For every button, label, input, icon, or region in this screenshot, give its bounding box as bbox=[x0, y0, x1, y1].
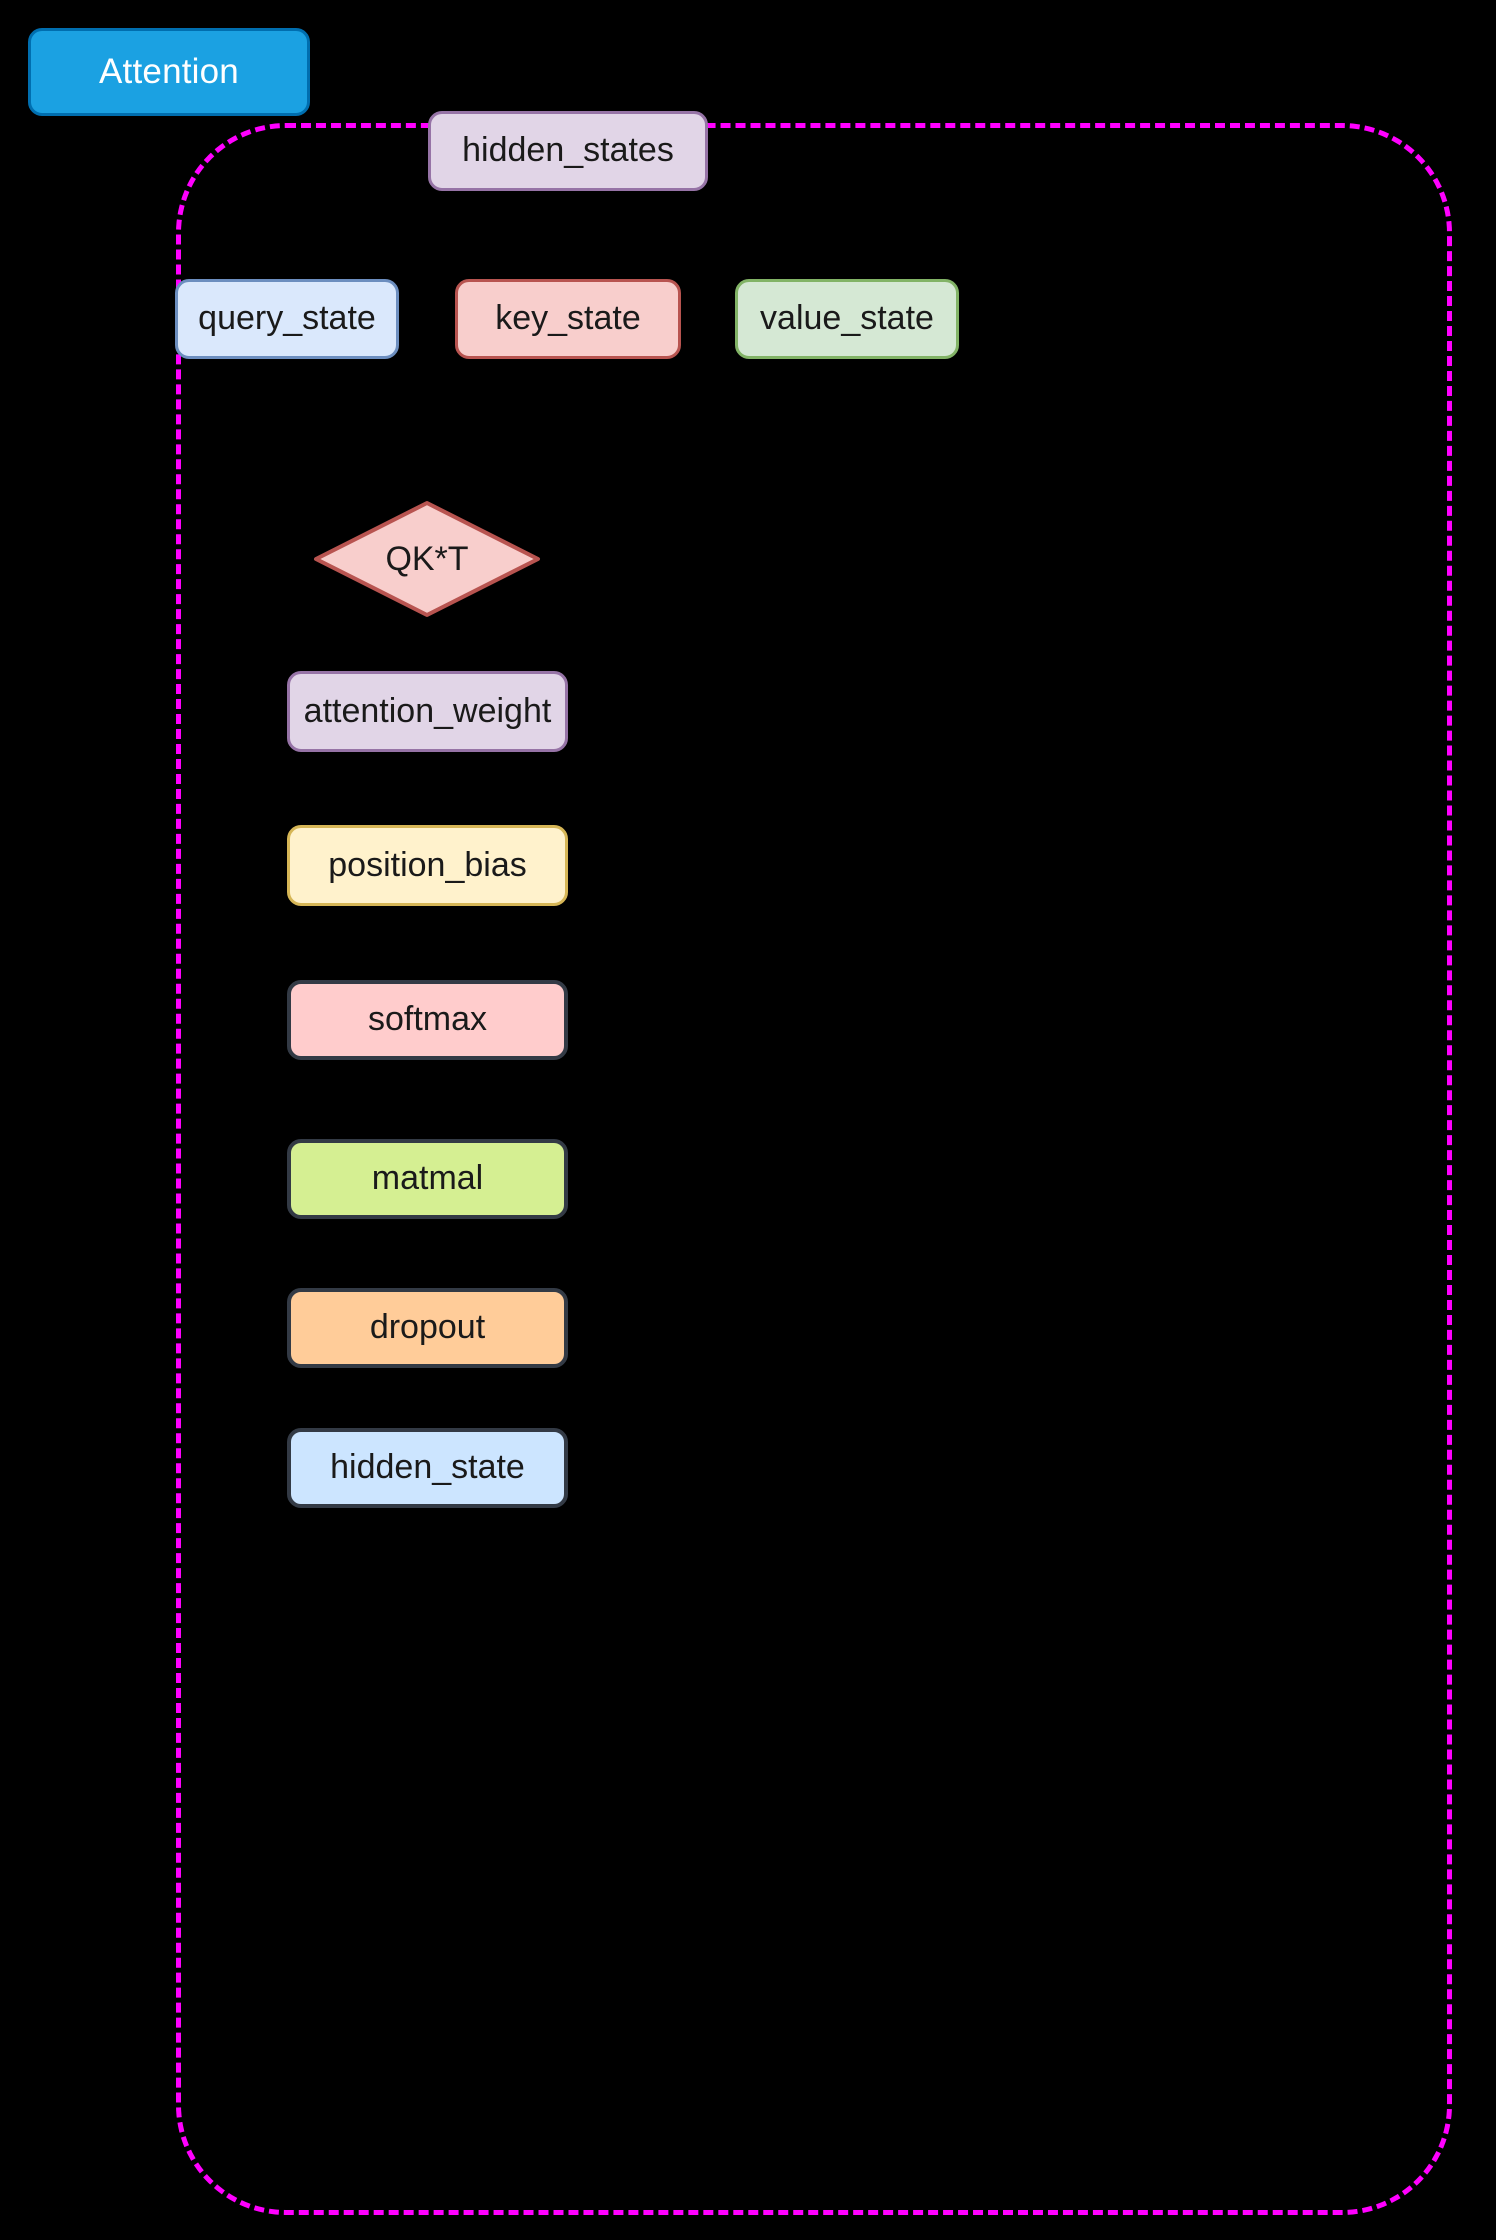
node-attention-weight-label: attention_weight bbox=[303, 691, 552, 730]
node-dropout[interactable]: dropout bbox=[287, 1288, 568, 1368]
node-value-state[interactable]: value_state bbox=[735, 279, 959, 359]
subgraph-title-label: Attention bbox=[99, 52, 239, 91]
node-key-state-label: key_state bbox=[495, 299, 641, 338]
diamond-shape-icon bbox=[314, 501, 540, 617]
subgraph-attention-border bbox=[176, 123, 1452, 2215]
node-hidden-states[interactable]: hidden_states bbox=[428, 111, 708, 191]
node-softmax-label: softmax bbox=[367, 1000, 488, 1039]
node-qkt-diamond[interactable]: QK*T bbox=[313, 500, 541, 618]
node-hidden-states-label: hidden_states bbox=[462, 131, 674, 170]
node-position-bias-label: position_bias bbox=[328, 845, 527, 884]
node-matmal-label: matmal bbox=[371, 1159, 484, 1198]
node-matmal[interactable]: matmal bbox=[287, 1139, 568, 1219]
node-dropout-label: dropout bbox=[369, 1308, 486, 1347]
node-key-state[interactable]: key_state bbox=[455, 279, 681, 359]
node-query-state[interactable]: query_state bbox=[175, 279, 399, 359]
node-softmax[interactable]: softmax bbox=[287, 980, 568, 1060]
node-position-bias[interactable]: position_bias bbox=[287, 825, 568, 906]
node-hidden-state[interactable]: hidden_state bbox=[287, 1428, 568, 1508]
node-attention-weight[interactable]: attention_weight bbox=[287, 671, 568, 752]
node-query-state-label: query_state bbox=[198, 299, 376, 338]
subgraph-title-attention[interactable]: Attention bbox=[28, 28, 310, 116]
node-hidden-state-label: hidden_state bbox=[330, 1448, 525, 1487]
node-value-state-label: value_state bbox=[760, 299, 934, 338]
